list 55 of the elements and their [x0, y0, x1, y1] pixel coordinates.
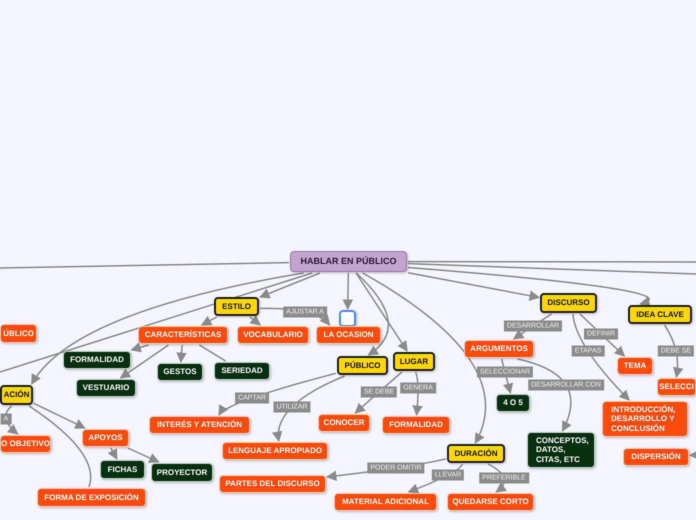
- subtopic-box: ARGUMENTOS: [464, 340, 534, 358]
- connector-arrow: [108, 448, 118, 460]
- detail-box: FICHAS: [100, 460, 145, 479]
- topic-box: ACIÓN: [0, 385, 33, 405]
- connector-arrow: [572, 314, 630, 401]
- connector-arrow: [249, 315, 262, 326]
- connector-arrow: [355, 272, 408, 352]
- topic-box: PÚBLICO: [337, 356, 388, 375]
- subtopic-box: FORMA DE EXPOSICIÓN: [37, 488, 146, 507]
- subtopic-box: ÚBLICO: [0, 324, 37, 343]
- subtopic-box: LA OCASION: [316, 326, 381, 344]
- subtopic-box: LENGUAJE APROPIADO: [222, 442, 328, 460]
- detail-box: PROYECTOR: [151, 463, 213, 482]
- detail-box: SERIEDAD: [214, 362, 270, 380]
- topic-box: DURACIÓN: [447, 444, 505, 463]
- connector-arrow: [130, 342, 149, 352]
- topic-box: LUGAR: [393, 352, 435, 371]
- topic-box: IDEA CLAVE: [628, 305, 692, 324]
- subtopic-box: CONOCER: [318, 414, 370, 432]
- subtopic-box: FORMALIDAD: [382, 416, 450, 434]
- central-topic-box: HABLAR EN PÚBLICO: [290, 251, 407, 272]
- subtopic-box: QUEDARSE CORTO: [447, 493, 534, 511]
- connector-arrow: [200, 316, 218, 326]
- connector-arrow: [176, 344, 187, 364]
- detail-box: 4 O 5: [496, 394, 530, 412]
- detail-box: CONCEPTOS, DATOS, CITAS, ETC: [527, 432, 595, 468]
- empty-box: [339, 310, 356, 327]
- connector-arrow: [342, 272, 354, 310]
- connector-arrow: [408, 266, 651, 306]
- subtopic-box: TEMA: [617, 357, 653, 375]
- connector-arrow: [127, 447, 160, 463]
- subtopic-box: SELECCI: [657, 378, 696, 396]
- subtopic-box: O OBJETIVO: [0, 435, 51, 453]
- subtopic-box: CARACTERÍSTICAS: [138, 326, 228, 344]
- detail-box: GESTOS: [157, 363, 203, 381]
- connector-arrow: [517, 358, 572, 432]
- connector-arrow: [34, 402, 86, 429]
- detail-box: VESTUARIO: [76, 379, 136, 397]
- subtopic-box: MATERIAL ADICIONAL: [334, 493, 437, 511]
- subtopic-box: DISPERSIÓN: [623, 448, 689, 466]
- subtopic-box: INTRODUCCIÓN, DESARROLLO Y CONCLUSIÓN: [602, 401, 688, 437]
- topic-box: ESTILO: [214, 297, 259, 316]
- topic-box: DISCURSO: [540, 293, 597, 313]
- connector-arrow: [120, 344, 169, 379]
- connector-arrow: [356, 272, 390, 356]
- detail-box: FORMALIDAD: [63, 351, 131, 369]
- connector-arrow: [31, 272, 304, 385]
- subtopic-box: PARTES DEL DISCURSO: [219, 475, 326, 493]
- connector-arrow: [408, 272, 540, 301]
- connector-arrow: [362, 272, 486, 444]
- connector-arrow: [259, 272, 320, 298]
- subtopic-box: VOCABULARIO: [237, 326, 309, 344]
- subtopic-box: APOYOS: [82, 429, 129, 447]
- connector-arrow: [688, 450, 696, 460]
- subtopic-box: INTERÉS Y ATENCIÓN: [149, 416, 250, 434]
